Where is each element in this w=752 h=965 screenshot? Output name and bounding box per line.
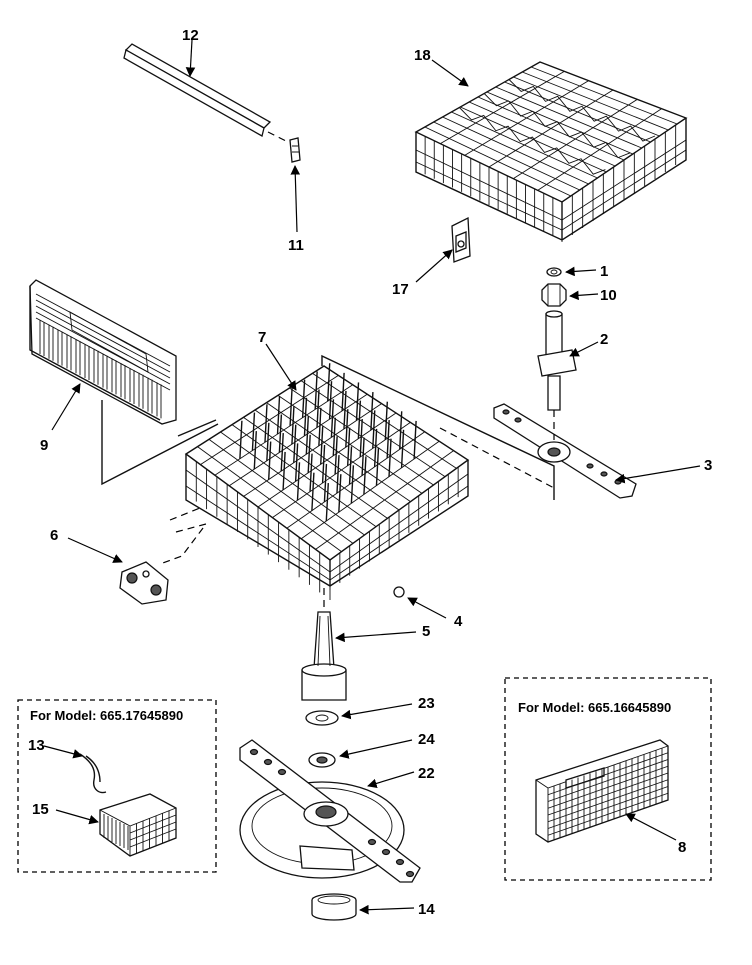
leader-7 [265,343,297,391]
callout-12: 12 [182,27,199,44]
leader-18 [431,59,469,87]
callout-3: 3 [704,457,712,474]
leader-4 [407,597,447,619]
leader-22 [367,771,415,789]
wheel-dash-line [159,507,208,565]
callout-17: 17 [392,281,409,298]
callout-9: 9 [40,437,48,454]
nut-part [541,283,567,307]
leader-13 [43,745,83,759]
callout-6: 6 [50,527,58,544]
upper-spray-arm-part [493,403,637,499]
callout-15: 15 [32,801,49,818]
leader-24 [339,739,413,759]
model-box-right [504,677,712,881]
cutlery-basket-part [29,279,177,425]
callout-11: 11 [288,237,304,254]
lower-spray-arm-part [239,739,421,883]
callout-5: 5 [422,623,430,640]
callout-13: 13 [28,737,45,754]
model-box-left [17,699,217,873]
seal-ring-part [311,893,357,921]
ball-part [393,586,405,598]
callout-2: 2 [600,331,608,348]
basket-mount-line [101,400,219,486]
hub-nut-part [308,752,336,768]
feed-tube-part [537,310,577,411]
rail-strip-part [123,43,272,137]
callout-23: 23 [418,695,435,712]
callout-18: 18 [414,47,431,64]
leader-15 [55,809,99,825]
leader-3 [615,465,701,484]
callout-1: 1 [600,263,608,280]
rack-wheel-part [119,561,169,605]
leader-5 [335,631,417,643]
leader-10 [569,290,599,301]
callout-22: 22 [418,765,435,782]
leader-1 [565,266,597,277]
small-basket-part [99,793,177,857]
center-tube-part [301,588,347,701]
leader-23 [341,703,413,720]
upper-rack-part [414,61,688,242]
callout-24: 24 [418,731,435,748]
rack-frame-line [321,354,555,500]
model-label-right: For Model: 665.16645890 [518,700,671,715]
leader-11 [290,165,301,233]
leader-14 [359,904,415,915]
leader-8 [625,813,677,841]
bracket-part [451,216,471,263]
callout-14: 14 [418,901,435,918]
callout-8: 8 [678,839,686,856]
clip-part [289,137,301,163]
leader-12 [185,39,196,77]
callout-7: 7 [258,329,266,346]
leader-17 [415,249,453,283]
callout-4: 4 [454,613,463,630]
callout-10: 10 [600,287,617,304]
flat-washer-part [305,710,339,726]
lower-rack-part [184,363,470,600]
rail-dash-line [267,131,289,143]
wire-harness-part [79,753,107,794]
basket-mount-line-2 [177,419,217,437]
leader-2 [569,341,599,357]
basket-lid-part [535,739,669,843]
leader-9 [51,383,81,431]
leader-6 [67,537,123,563]
rack-dash-line [439,427,555,489]
model-label-left: For Model: 665.17645890 [30,708,183,723]
washer-part [546,267,562,277]
